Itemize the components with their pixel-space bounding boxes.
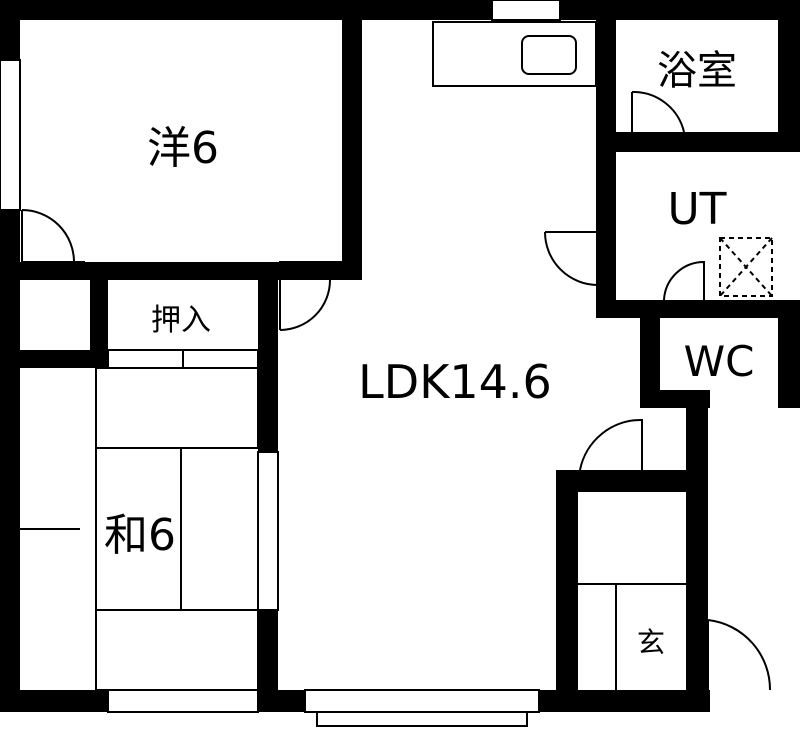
window-japanese-sliding	[257, 451, 279, 611]
room-japanese-label: 和6	[104, 510, 176, 561]
window-ldk-bottom	[304, 689, 540, 713]
kitchen-counter	[432, 21, 597, 87]
window-western-left	[0, 59, 21, 211]
windows	[0, 0, 561, 727]
room-bath-label: 浴室	[657, 48, 737, 94]
room-utility-label: UT	[667, 184, 726, 235]
room-closet-label: 押入	[151, 303, 211, 338]
washer-space	[719, 237, 773, 297]
window-kitchen-top	[491, 0, 561, 21]
closet-doors	[107, 349, 259, 369]
window-ldk-balcony	[316, 711, 528, 727]
tatami-lines	[20, 367, 259, 691]
doors	[21, 90, 772, 691]
window-japanese-bottom	[107, 689, 259, 713]
room-western-label: 洋6	[147, 123, 219, 174]
room-ldk-label: LDK14.6	[358, 355, 552, 409]
entrance-fixtures	[578, 583, 686, 690]
room-entrance-label: 玄	[637, 626, 665, 659]
room-toilet-label: WC	[684, 337, 755, 386]
